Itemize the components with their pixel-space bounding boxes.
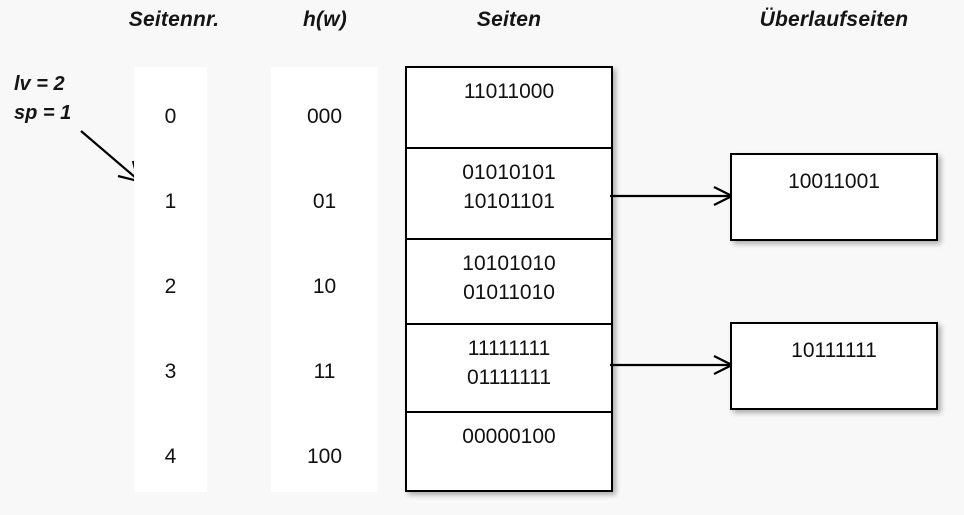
seiten-row: 11011000 bbox=[407, 68, 611, 149]
seiten-row: 00000100 bbox=[407, 413, 611, 491]
seiten-entry: 11011000 bbox=[463, 80, 555, 103]
overflow-arrow-icon bbox=[610, 186, 734, 206]
hw-cell: 000 bbox=[306, 105, 343, 128]
seitennr-cell: 2 bbox=[164, 275, 177, 298]
overflow-entry: 10111111 bbox=[791, 339, 877, 362]
seiten-row: 11111111 01111111 bbox=[407, 325, 611, 413]
seiten-entry: 10101010 bbox=[462, 252, 556, 275]
seiten-row: 10101010 01011010 bbox=[407, 240, 611, 325]
column-seitennr: 0 1 2 3 4 bbox=[134, 67, 207, 492]
seiten-table: 11011000 01010101 10101101 10101010 0101… bbox=[405, 66, 613, 492]
parameter-annotation: lv = 2 sp = 1 bbox=[14, 70, 124, 128]
column-header-hw: h(w) bbox=[303, 8, 347, 31]
hw-cell: 100 bbox=[306, 445, 343, 468]
hw-cell: 10 bbox=[312, 275, 337, 298]
seitennr-cell: 3 bbox=[164, 360, 177, 383]
hw-cell: 01 bbox=[312, 190, 337, 213]
column-header-seiten: Seiten bbox=[476, 8, 542, 31]
seitennr-cell: 1 bbox=[164, 190, 177, 213]
overflow-arrow-icon bbox=[610, 355, 734, 375]
seiten-entry: 10101101 bbox=[463, 190, 555, 213]
seitennr-cell: 0 bbox=[164, 105, 177, 128]
hw-cell: 11 bbox=[313, 360, 336, 383]
seiten-entry: 01011010 bbox=[463, 281, 555, 304]
seiten-row: 01010101 10101101 bbox=[407, 149, 611, 240]
overflow-page-box: 10011001 bbox=[730, 153, 938, 241]
column-header-seitennr: Seitennr. bbox=[128, 8, 220, 31]
overflow-page-box: 10111111 bbox=[730, 322, 938, 410]
seiten-entry: 00000100 bbox=[462, 425, 556, 448]
seiten-entry: 11111111 bbox=[467, 337, 551, 360]
parameter-sp: sp = 1 bbox=[14, 102, 72, 124]
parameter-lv: lv = 2 bbox=[14, 73, 65, 95]
column-header-ueberlaufseiten: Überlaufseiten bbox=[759, 8, 909, 31]
seiten-entry: 01111111 bbox=[466, 366, 552, 389]
seitennr-cell: 4 bbox=[164, 445, 177, 468]
column-hw: 000 01 10 11 100 bbox=[271, 67, 378, 492]
overflow-entry: 10011001 bbox=[788, 170, 880, 193]
seiten-entry: 01010101 bbox=[462, 161, 556, 184]
